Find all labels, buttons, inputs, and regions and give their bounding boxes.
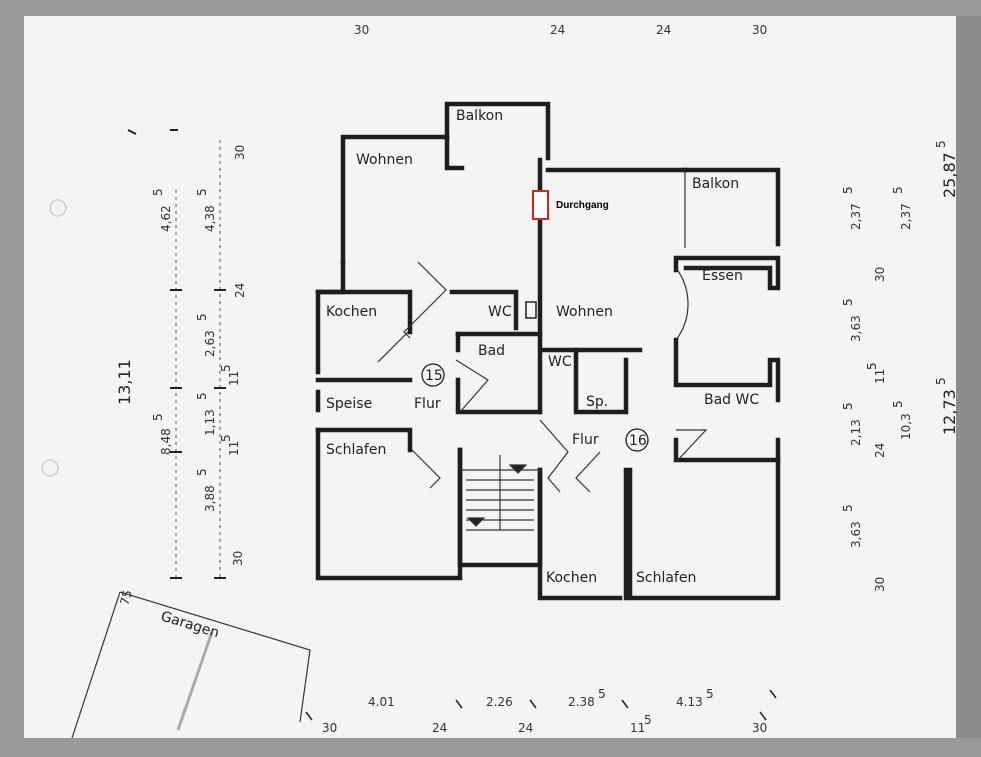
left-dim-a2-sup: 5 xyxy=(195,313,209,321)
top-dim-2: 24 xyxy=(550,23,565,37)
right-overall-dim-a: 25,87 xyxy=(940,152,959,198)
room-wohnen-15: Wohnen xyxy=(356,152,413,168)
left-dim-b4: 11 xyxy=(227,441,241,456)
bottom-dim-3-sup: 5 xyxy=(598,687,606,701)
room-wc-16: WC xyxy=(548,354,572,370)
bottom-dim-ticks xyxy=(305,689,777,721)
left-dim-b4-sup: 5 xyxy=(219,434,233,442)
right-overall-dim-a-sup: 5 xyxy=(934,140,948,148)
unit-15-marker xyxy=(421,363,445,387)
left-dim-a3-sup: 5 xyxy=(195,392,209,400)
room-flur-15: Flur xyxy=(414,396,441,412)
punch-hole-bottom xyxy=(41,459,59,477)
paper-edge-right xyxy=(956,16,981,738)
bottom-extra-5: 30 xyxy=(752,721,767,735)
room-flur-16: Flur xyxy=(572,432,599,448)
bottom-dim-1: 4.01 xyxy=(368,695,395,709)
unit-16-walls xyxy=(537,167,781,601)
garage-dim: 75 xyxy=(117,588,134,606)
right-dim-a3-sup: 5 xyxy=(841,402,855,410)
room-kochen-16: Kochen xyxy=(546,570,597,586)
room-speise-15: Speise xyxy=(326,396,372,412)
bottom-dim-4: 4.13 xyxy=(676,695,703,709)
right-dim-b4-sup: 5 xyxy=(891,400,905,408)
room-essen-16: Essen xyxy=(702,268,743,284)
right-dim-a4: 3,63 xyxy=(849,521,863,548)
right-dim-a3: 2,13 xyxy=(849,419,863,446)
room-bad-15: Bad xyxy=(478,343,505,359)
left-dim-a1-sup: 5 xyxy=(151,188,165,196)
unit-15-number: 15 xyxy=(425,368,443,384)
room-bad-wc-16: Bad WC xyxy=(704,392,759,408)
bottom-dim-3: 2.38 xyxy=(568,695,595,709)
right-dim-b3-sup: 5 xyxy=(865,362,879,370)
left-dim-top30: 30 xyxy=(233,145,247,160)
room-schlafen-15: Schlafen xyxy=(326,442,386,458)
left-dim-b3-sup: 5 xyxy=(219,364,233,372)
bottom-extra-2: 24 xyxy=(432,721,447,735)
room-balkon-16: Balkon xyxy=(692,176,739,192)
right-dim-a2-sup: 5 xyxy=(841,298,855,306)
left-dim-a3: 1,13 xyxy=(203,409,217,436)
left-sub-dim: 8,48 xyxy=(159,428,173,455)
unit-16-number: 16 xyxy=(629,433,647,449)
left-dim-ticks xyxy=(127,129,226,579)
bottom-extra-1: 30 xyxy=(322,721,337,735)
unit-16-marker xyxy=(625,428,649,452)
right-dim-b3: 11 xyxy=(873,369,887,384)
left-dim-b2: 24 xyxy=(233,283,247,298)
durchgang-highlight-box xyxy=(532,190,549,220)
room-wc-15: WC xyxy=(488,304,512,320)
staircase xyxy=(460,455,540,531)
right-dim-b1-sup: 5 xyxy=(891,186,905,194)
right-dim-b1: 2,37 xyxy=(899,203,913,230)
left-sub-dim-sup: 5 xyxy=(151,413,165,421)
left-dim-a4: 3,88 xyxy=(203,485,217,512)
paper-sheet xyxy=(24,16,956,738)
top-dim-4: 30 xyxy=(752,23,767,37)
right-dim-b4: 10,3 xyxy=(899,413,913,440)
left-overall-dim: 13,11 xyxy=(115,359,134,405)
bottom-extra-4-sup: 5 xyxy=(644,713,652,727)
door-swings xyxy=(377,261,708,493)
bottom-extra-3: 24 xyxy=(518,721,533,735)
top-dim-3: 24 xyxy=(656,23,671,37)
right-dim-b6: 30 xyxy=(873,577,887,592)
durchgang-label: Durchgang xyxy=(556,200,609,211)
garage-outline xyxy=(71,591,311,739)
wc-fixture xyxy=(525,301,537,319)
top-dim-1: 30 xyxy=(354,23,369,37)
left-dim-a1: 4,62 xyxy=(159,205,173,232)
left-dim-b5: 30 xyxy=(231,551,245,566)
left-dim-b3: 11 xyxy=(227,371,241,386)
right-dim-a1: 2,37 xyxy=(849,203,863,230)
bottom-extra-4: 11 xyxy=(630,721,645,735)
room-sp-16: Sp. xyxy=(586,394,608,410)
room-kochen-15: Kochen xyxy=(326,304,377,320)
bottom-dim-2: 2.26 xyxy=(486,695,513,709)
room-wohnen-16: Wohnen xyxy=(556,304,613,320)
right-dim-a2: 3,63 xyxy=(849,315,863,342)
right-overall-dim-b-sup: 5 xyxy=(934,377,948,385)
left-dim-b1-sup: 5 xyxy=(195,188,209,196)
right-dim-a4-sup: 5 xyxy=(841,504,855,512)
right-dim-b5: 24 xyxy=(873,443,887,458)
left-dim-a2: 2,63 xyxy=(203,330,217,357)
room-balkon-15: Balkon xyxy=(456,108,503,124)
left-dim-b1: 4,38 xyxy=(203,205,217,232)
right-dim-a1-sup: 5 xyxy=(841,186,855,194)
left-dim-a4-sup: 5 xyxy=(195,468,209,476)
room-schlafen-16: Schlafen xyxy=(636,570,696,586)
right-overall-dim-b: 12,73 xyxy=(940,389,959,435)
bottom-dim-4-sup: 5 xyxy=(706,687,714,701)
punch-hole-top xyxy=(49,199,67,217)
right-dim-b2: 30 xyxy=(873,267,887,282)
